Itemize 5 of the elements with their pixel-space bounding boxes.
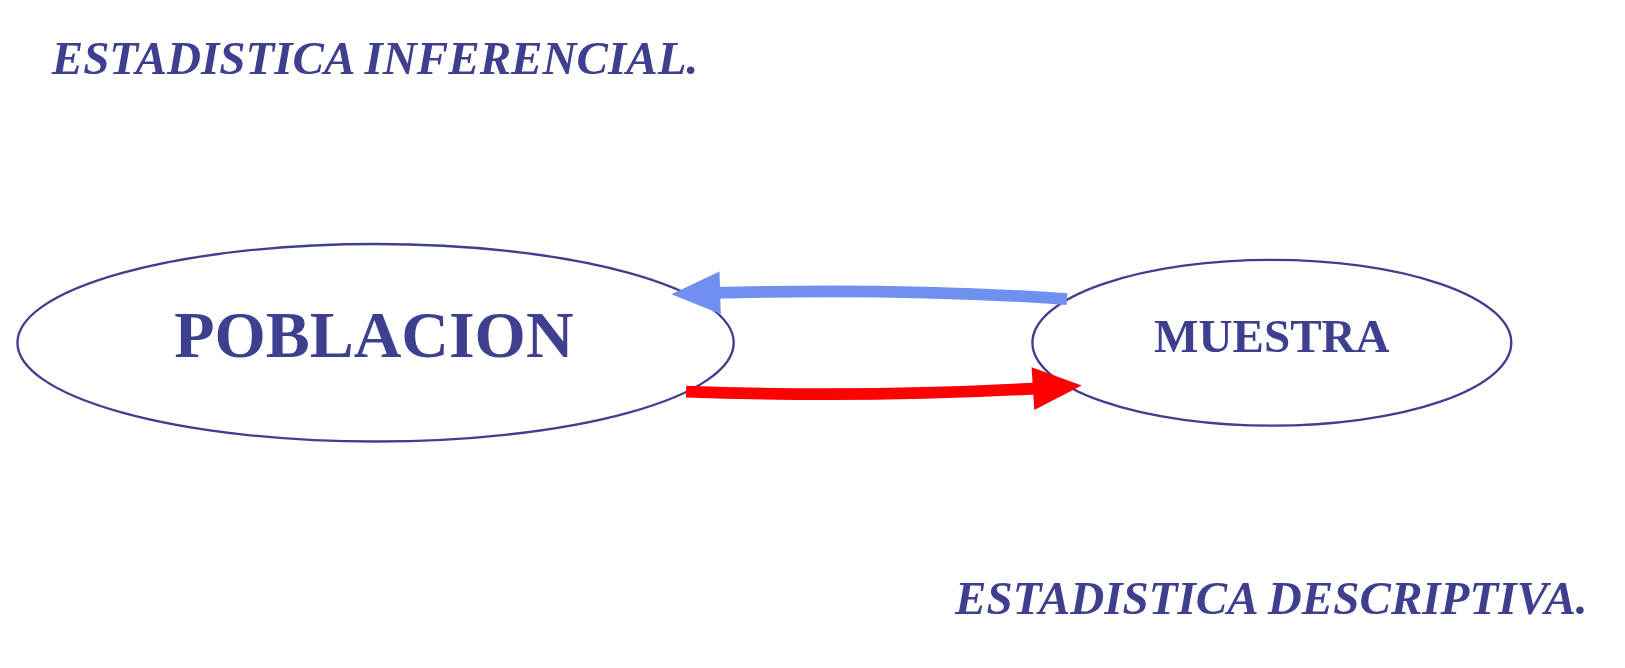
node-ellipse: POBLACION — [16, 242, 735, 443]
arrow — [671, 270, 1068, 314]
label: ESTADISTICA DESCRIPTIVA. — [955, 571, 1588, 624]
arrow — [685, 366, 1082, 410]
label: ESTADISTICA INFERENCIAL. — [51, 31, 699, 84]
